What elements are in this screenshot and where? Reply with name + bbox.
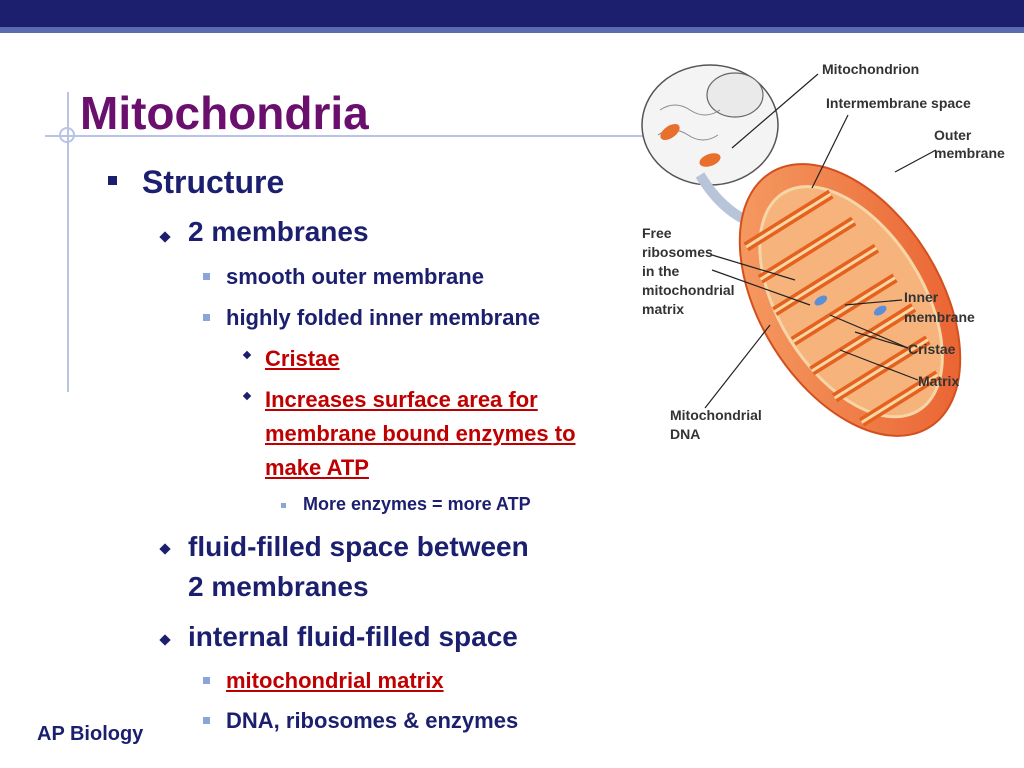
mitochondrion-drawing <box>738 163 962 437</box>
footer-label: AP Biology <box>37 723 144 745</box>
bullet-square-small-icon <box>203 717 210 724</box>
label-free-line1: Free <box>642 225 672 241</box>
bullet-fluid-space-line2: 2 membranes <box>188 571 369 602</box>
label-free-line4: mitochondrial <box>642 282 735 298</box>
leader-lines <box>704 73 937 409</box>
bullet-square-small-icon <box>203 273 210 280</box>
decorative-vertical-line <box>67 92 69 392</box>
bullet-structure: Structure <box>142 164 285 200</box>
bullet-highly-folded: highly folded inner membrane <box>226 305 541 330</box>
label-outer-line2: membrane <box>934 145 1005 161</box>
bullet-internal-fluid: internal fluid-filled space <box>188 621 518 652</box>
bullet-smooth-outer: smooth outer membrane <box>226 264 484 289</box>
bullet-increases-line1: Increases surface area for <box>265 387 538 412</box>
label-cristae: Cristae <box>908 341 956 357</box>
bullet-more-enzymes: More enzymes = more ATP <box>303 494 531 514</box>
bullet-two-membranes: 2 membranes <box>188 216 369 247</box>
bullet-matrix: mitochondrial matrix <box>226 668 444 693</box>
label-inner-line1: Inner <box>904 289 939 305</box>
label-mtdna-line1: Mitochondrial <box>670 407 762 423</box>
label-free-line2: ribosomes <box>642 244 713 260</box>
label-inner-line2: membrane <box>904 309 975 325</box>
label-outer-line1: Outer <box>934 127 972 143</box>
label-free-line5: matrix <box>642 301 684 317</box>
mitochondrion-diagram: Mitochondrion Intermembrane space Outer … <box>641 61 1005 442</box>
bullet-increases-line3: make ATP <box>265 455 369 480</box>
bullet-dna: DNA, ribosomes & enzymes <box>226 708 519 733</box>
bullet-diamond-icon <box>159 231 171 243</box>
label-intermembrane: Intermembrane space <box>826 95 971 111</box>
bullet-cristae: Cristae <box>265 346 340 371</box>
bullet-square-icon <box>108 176 117 185</box>
top-banner <box>0 0 1024 27</box>
bullet-diamond-icon <box>159 634 171 646</box>
label-matrix: Matrix <box>918 373 959 389</box>
slide-title: Mitochondria <box>80 87 369 139</box>
bullet-square-small-icon <box>203 677 210 684</box>
decorative-circle <box>59 127 75 143</box>
bullet-diamond-icon <box>159 543 171 555</box>
bullet-diamond-icon <box>242 391 252 401</box>
decorative-horizontal-line <box>45 135 645 137</box>
bullet-diamond-icon <box>242 350 252 360</box>
bullet-fluid-space-line1: fluid-filled space between <box>188 531 529 562</box>
label-mtdna-line2: DNA <box>670 426 700 442</box>
bullet-square-tiny-icon <box>281 503 286 508</box>
label-free-line3: in the <box>642 263 680 279</box>
label-mitochondrion: Mitochondrion <box>822 61 919 77</box>
bullet-square-small-icon <box>203 314 210 321</box>
top-banner-stripe <box>0 27 1024 33</box>
bullet-increases-line2: membrane bound enzymes to <box>265 421 576 446</box>
